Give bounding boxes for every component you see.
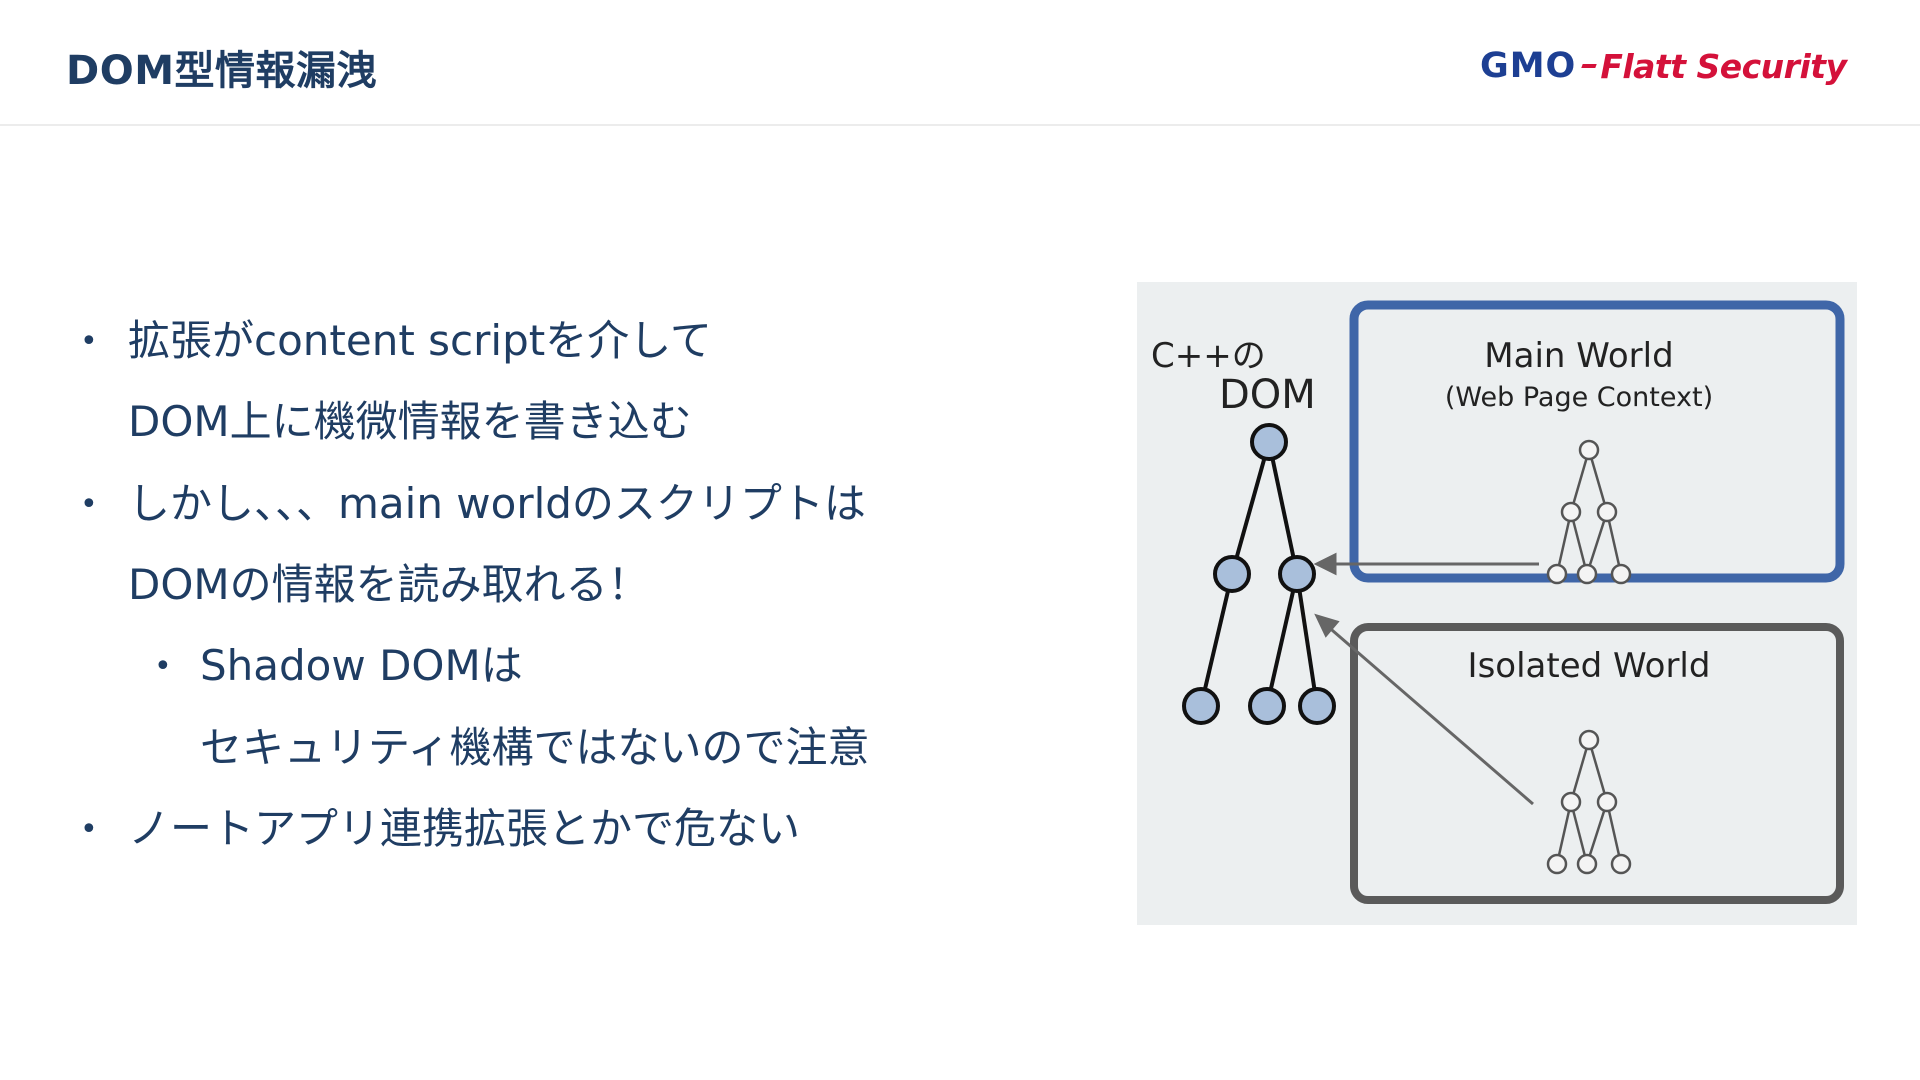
main-world-title: Main World <box>1484 336 1673 376</box>
dom-node <box>1213 555 1251 593</box>
logo-dash <box>1581 64 1598 68</box>
isolated-world-tree <box>1546 729 1632 875</box>
bullet-1-line-1: 拡張がcontent scriptを介して <box>128 316 712 365</box>
dom-tree-nodes <box>1182 423 1336 725</box>
isolated-world-box <box>1350 623 1844 904</box>
dom-node <box>1250 423 1288 461</box>
bullet-marker: • <box>80 812 98 847</box>
bullet-3-line-1: ノートアプリ連携拡張とかで危ない <box>128 804 801 853</box>
sub-bullet-marker: • <box>154 649 172 684</box>
main-world-tree <box>1546 439 1632 585</box>
isolated-world-arrow <box>1324 622 1534 806</box>
bullet-marker: • <box>80 487 98 522</box>
bullet-1-line-2: DOM上に機微情報を書き込む <box>128 397 692 446</box>
logo-flatt-security-text: Flatt Security <box>1600 46 1847 86</box>
sub-bullet-line-1: Shadow DOMは <box>200 641 523 690</box>
sub-bullet-line-2: セキュリティ機構ではないので注意 <box>200 723 870 772</box>
dom-node <box>1298 687 1336 725</box>
header: DOM型情報漏洩 GMO Flatt Security <box>0 0 1920 126</box>
dom-tree-edges <box>1199 441 1319 707</box>
access-arrows <box>1313 552 1539 806</box>
dom-node <box>1278 555 1316 593</box>
bullet-marker: • <box>80 324 98 359</box>
company-logo: GMO Flatt Security <box>1480 42 1860 90</box>
bullet-2-line-1: しかし、、、main worldのスクリプトは <box>128 479 866 528</box>
dom-label-line1: C++の <box>1151 336 1266 376</box>
dom-node <box>1248 687 1286 725</box>
world-diagram: C++の DOM Main World (Web Page Context) I… <box>1137 282 1857 925</box>
dom-node <box>1182 687 1220 725</box>
main-world-box <box>1349 300 1845 583</box>
logo-gmo-text: GMO <box>1480 46 1577 86</box>
world-diagram-svg: C++の DOM Main World (Web Page Context) I… <box>1151 300 1845 904</box>
page-title: DOM型情報漏洩 <box>66 48 378 94</box>
bullet-2-line-2: DOMの情報を読み取れる！ <box>128 560 650 609</box>
isolated-world-title: Isolated World <box>1468 646 1711 686</box>
isolated-world-arrowhead <box>1314 613 1340 638</box>
main-world-subtitle: (Web Page Context) <box>1445 382 1713 413</box>
main-world-arrowhead <box>1313 552 1337 576</box>
dom-label-line2: DOM <box>1219 372 1316 418</box>
